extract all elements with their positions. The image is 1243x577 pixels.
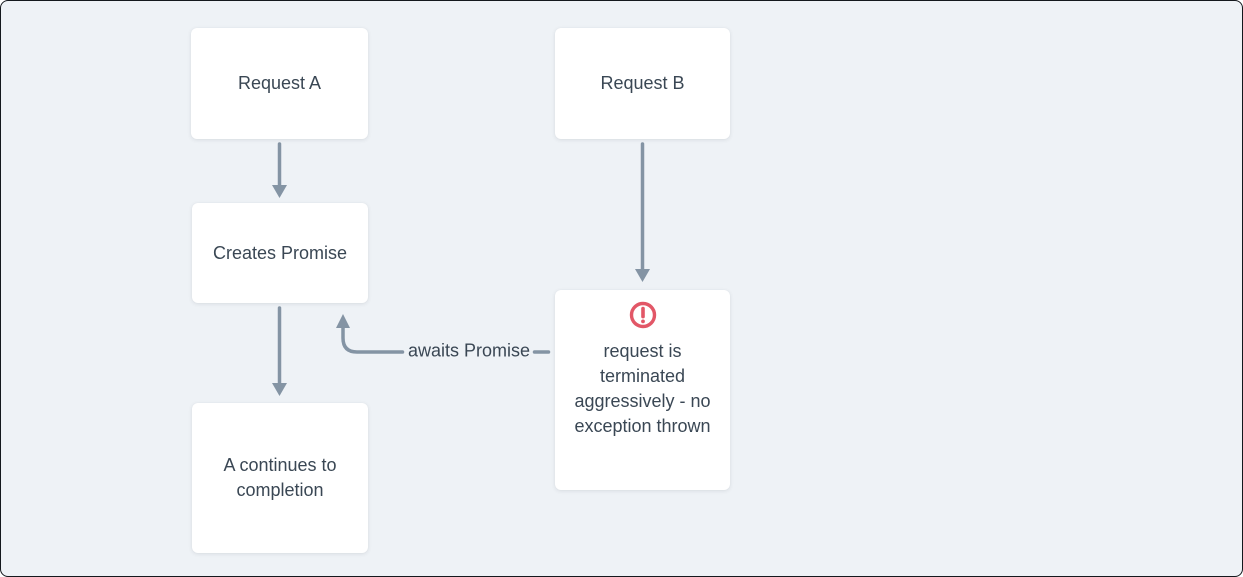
node-label: A continues to completion xyxy=(223,455,337,500)
node-a-continues-to-completion: A continues to completion xyxy=(192,403,368,553)
edge-request-b-to-terminated xyxy=(635,142,650,282)
node-label: request is terminated aggressively - no … xyxy=(574,341,711,436)
node-label: Creates Promise xyxy=(212,242,348,263)
edge-request-a-to-creates-promise xyxy=(272,142,287,198)
edge-creates-promise-to-a-continues xyxy=(272,306,287,396)
warning-circle-exclamation-icon xyxy=(629,301,656,329)
arrowhead-up-icon xyxy=(336,314,350,328)
node-request-a: Request A xyxy=(191,28,368,139)
arrowhead-down-icon xyxy=(635,269,650,282)
node-request-terminated: request is terminated aggressively - no … xyxy=(555,290,730,490)
node-creates-promise: Creates Promise xyxy=(192,203,368,303)
edge-label-awaits-promise: awaits Promise xyxy=(407,340,531,361)
node-label: Request B xyxy=(600,73,685,93)
node-label: Request A xyxy=(237,73,322,93)
arrowhead-down-icon xyxy=(272,185,287,198)
arrowhead-down-icon xyxy=(272,383,287,396)
node-request-b: Request B xyxy=(555,28,730,139)
